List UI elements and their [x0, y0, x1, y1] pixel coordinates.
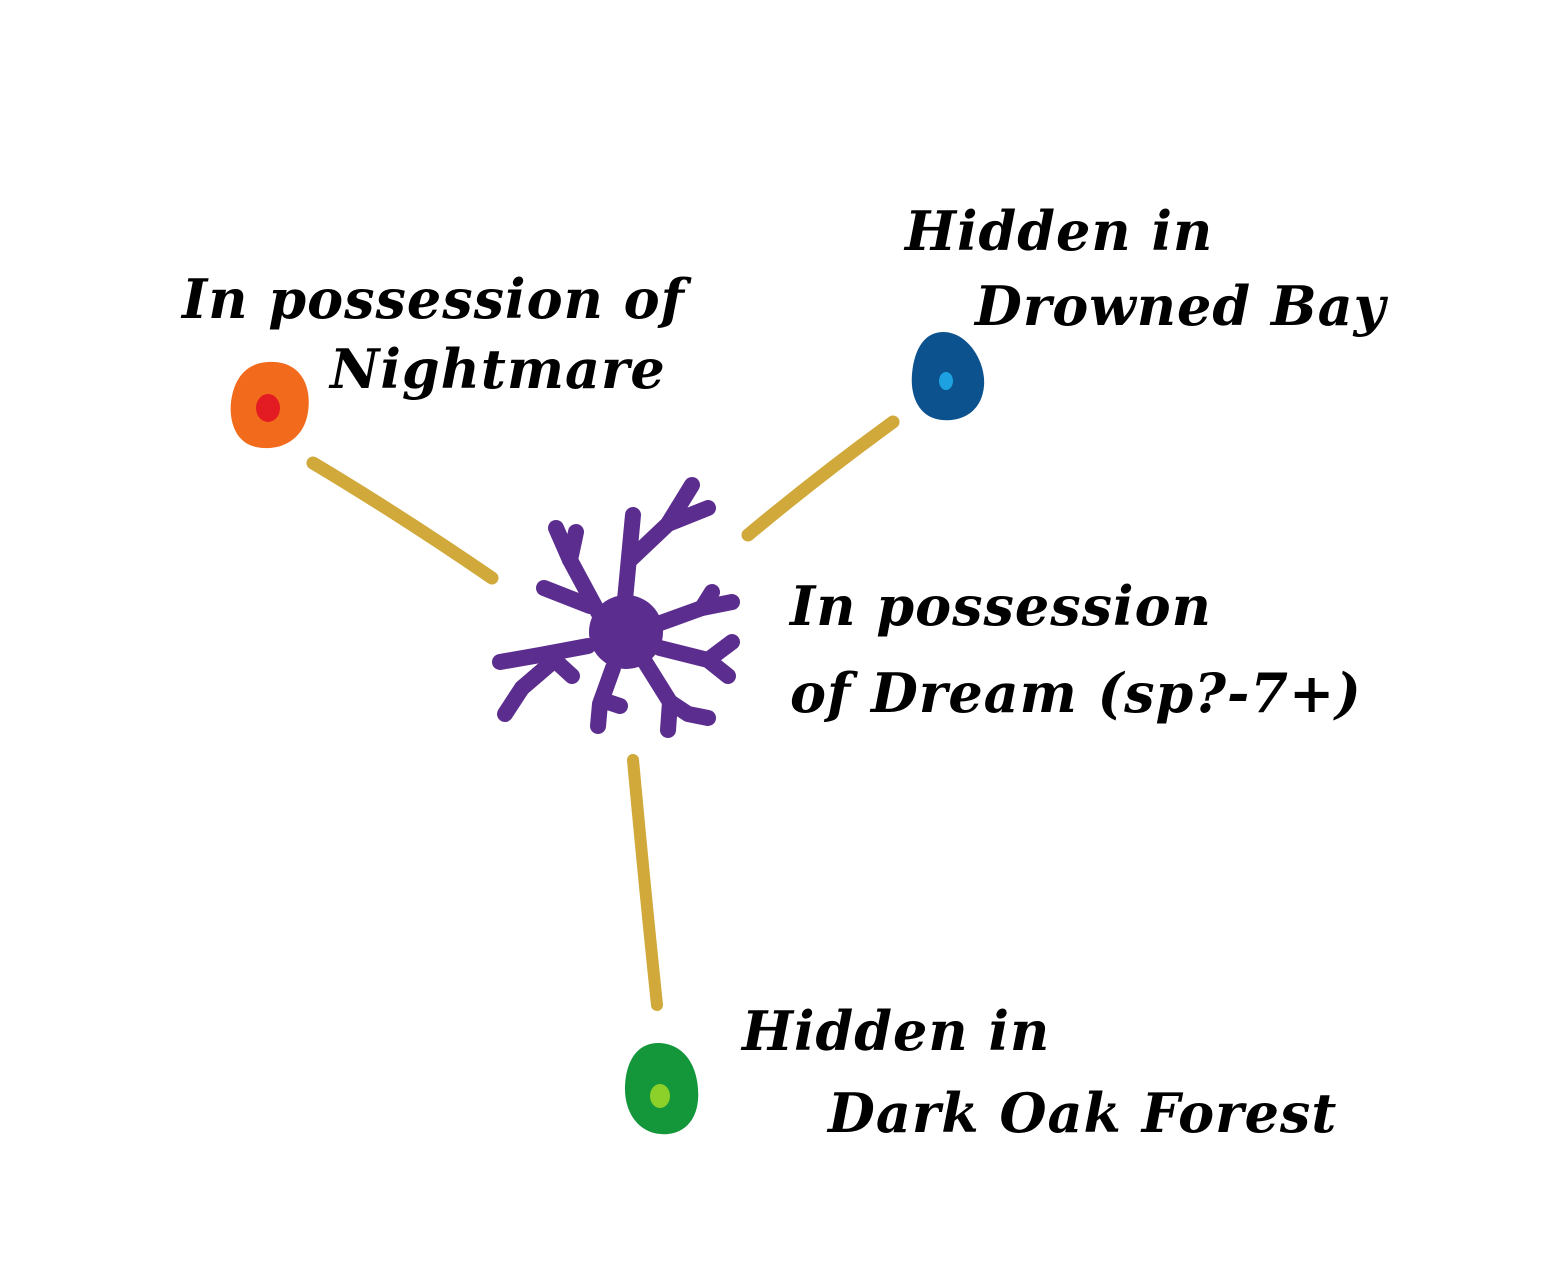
connector-dark-oak-forest — [627, 754, 663, 1011]
nightmare-label-line1: In possession of — [180, 267, 692, 331]
center-branch — [536, 580, 598, 614]
center-branch — [497, 656, 558, 722]
center-branch — [562, 524, 584, 568]
nightmare-inner-dot — [256, 394, 280, 422]
nightmare-label-line2: Nightmare — [328, 337, 666, 401]
center-branch — [694, 584, 720, 616]
node-dark-oak-forest — [624, 1042, 699, 1135]
dark-oak-forest-inner-dot — [650, 1084, 670, 1108]
node-drowned-bay — [911, 332, 985, 421]
center-body — [589, 595, 663, 669]
drowned-bay-label-line1: Hidden in — [903, 199, 1213, 263]
connector-nightmare — [306, 456, 499, 585]
drowned-bay-label-line2: Drowned Bay — [973, 274, 1389, 338]
center-branch — [492, 638, 596, 670]
connectors — [306, 415, 900, 1011]
dark-oak-forest-label-line1: Hidden in — [740, 999, 1050, 1063]
center-branch — [700, 634, 740, 668]
connector-drowned-bay — [741, 415, 900, 542]
center-branch — [662, 694, 716, 726]
center-label-line2: of Dream (sp?-7+) — [790, 661, 1362, 725]
labels: In possession of Nightmare Hidden in Dro… — [180, 199, 1389, 1145]
center-branch — [660, 500, 716, 532]
node-nightmare — [230, 361, 309, 449]
center-branch — [647, 594, 740, 633]
center-label-line1: In possession — [788, 574, 1212, 638]
center-branch — [594, 692, 628, 714]
drowned-bay-inner-dot — [939, 372, 953, 390]
center-node-dream — [492, 477, 740, 738]
dark-oak-forest-label-line2: Dark Oak Forest — [826, 1081, 1337, 1145]
